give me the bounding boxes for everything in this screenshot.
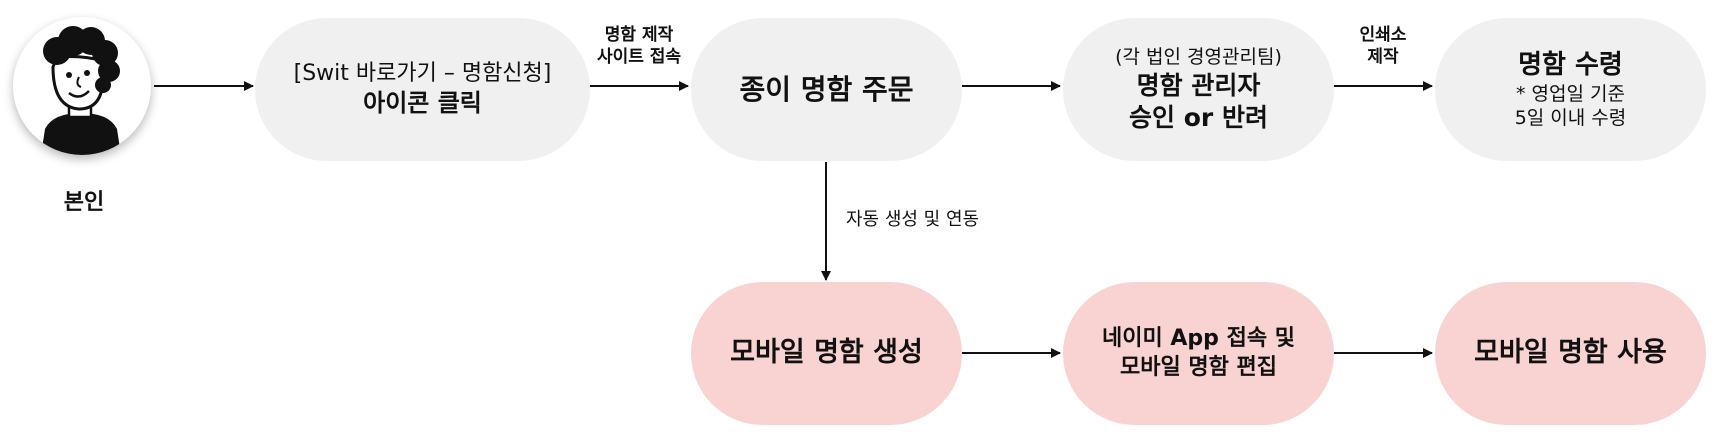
node-app-edit-line2: 모바일 명함 편집	[1120, 354, 1277, 380]
node-receive-line1: 명함 수령	[1518, 49, 1623, 80]
actor-label: 본인	[63, 190, 105, 215]
node-mobile-create-line1: 모바일 명함 생성	[730, 337, 923, 369]
edge-label-print-shop: 인쇄소 제작	[1345, 24, 1421, 68]
node-card-receive: 명함 수령 * 영업일 기준 5일 이내 수령	[1435, 18, 1706, 161]
node-paper-order-line1: 종이 명함 주문	[739, 72, 914, 106]
node-paper-order: 종이 명함 주문	[691, 18, 962, 161]
edge-label-print-shop-line1: 인쇄소	[1359, 25, 1407, 45]
node-swit-icon-click: [Swit 바로가기 – 명함신청] 아이콘 클릭	[255, 18, 590, 161]
node-admin-line2: 명함 관리자	[1136, 70, 1261, 100]
node-mobile-card-create: 모바일 명함 생성	[691, 282, 962, 425]
node-app-edit: 네이미 App 접속 및 모바일 명함 편집	[1063, 282, 1334, 425]
node-mobile-use-line1: 모바일 명함 사용	[1474, 337, 1667, 369]
edge-label-site-access-line2: 사이트 접속	[596, 47, 682, 68]
node-swit-line1: [Swit 바로가기 – 명함신청]	[293, 61, 552, 87]
edge-label-site-access-line1: 명함 제작	[604, 25, 674, 45]
node-receive-line3: 5일 이내 수령	[1514, 107, 1627, 130]
edge-label-print-shop-line2: 제작	[1367, 47, 1399, 68]
node-swit-line2: 아이콘 클릭	[363, 89, 482, 118]
edge-label-site-access: 명함 제작 사이트 접속	[585, 24, 693, 68]
node-admin-approval: (각 법인 경영관리팀) 명함 관리자 승인 or 반려	[1063, 18, 1334, 161]
node-receive-line2: * 영업일 기준	[1516, 82, 1625, 105]
node-admin-line1: (각 법인 경영관리팀)	[1115, 46, 1282, 69]
edge-label-auto-link: 자동 생성 및 연동	[846, 209, 980, 230]
node-admin-line3: 승인 or 반려	[1129, 102, 1268, 132]
person-avatar-icon	[13, 17, 151, 155]
node-app-edit-line1: 네이미 App 접속 및	[1102, 326, 1295, 352]
node-mobile-card-use: 모바일 명함 사용	[1435, 282, 1706, 425]
